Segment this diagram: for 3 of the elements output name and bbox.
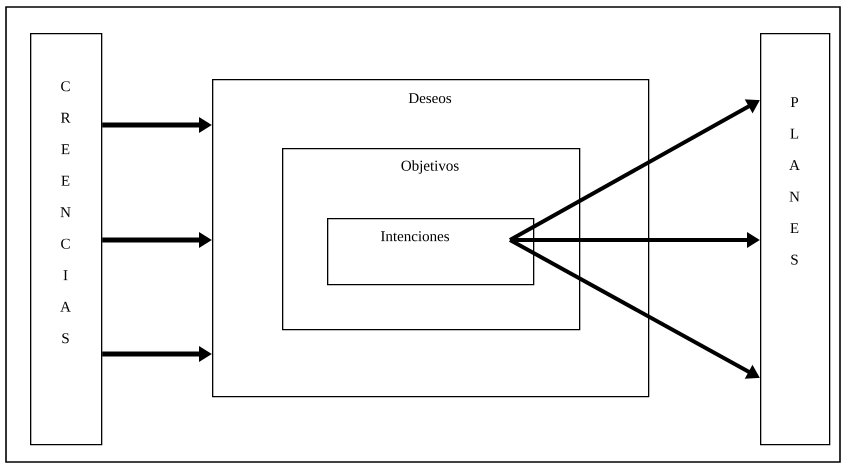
- nested-box: Intenciones: [327, 218, 534, 286]
- side-bar: PLANES: [760, 33, 830, 446]
- side-bar: CREENCIAS: [30, 33, 102, 446]
